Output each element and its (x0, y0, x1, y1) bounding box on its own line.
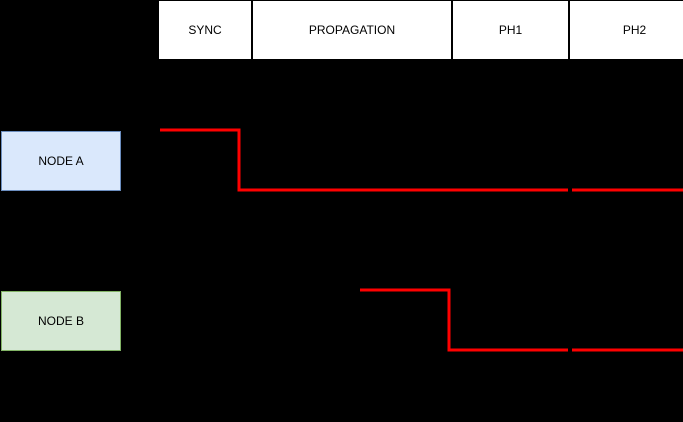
phase-label-sync: SYNC (188, 23, 222, 37)
phase-label-ph2: PH2 (622, 23, 647, 37)
node-b-label: NODE B (37, 314, 84, 328)
phase-label-ph1: PH1 (498, 23, 523, 37)
node-a-waveform (160, 128, 568, 192)
phase-box-propagation: PROPAGATION (252, 0, 452, 60)
phase-box-ph2: PH2 (569, 0, 683, 60)
phase-box-ph1: PH1 (452, 0, 569, 60)
node-b-box: NODE B (1, 291, 121, 351)
node-a-box: NODE A (1, 131, 121, 191)
node-b-waveform (360, 288, 568, 352)
node-a-label: NODE A (38, 154, 84, 168)
phase-label-propagation: PROPAGATION (308, 23, 396, 37)
phase-box-sync: SYNC (158, 0, 252, 60)
